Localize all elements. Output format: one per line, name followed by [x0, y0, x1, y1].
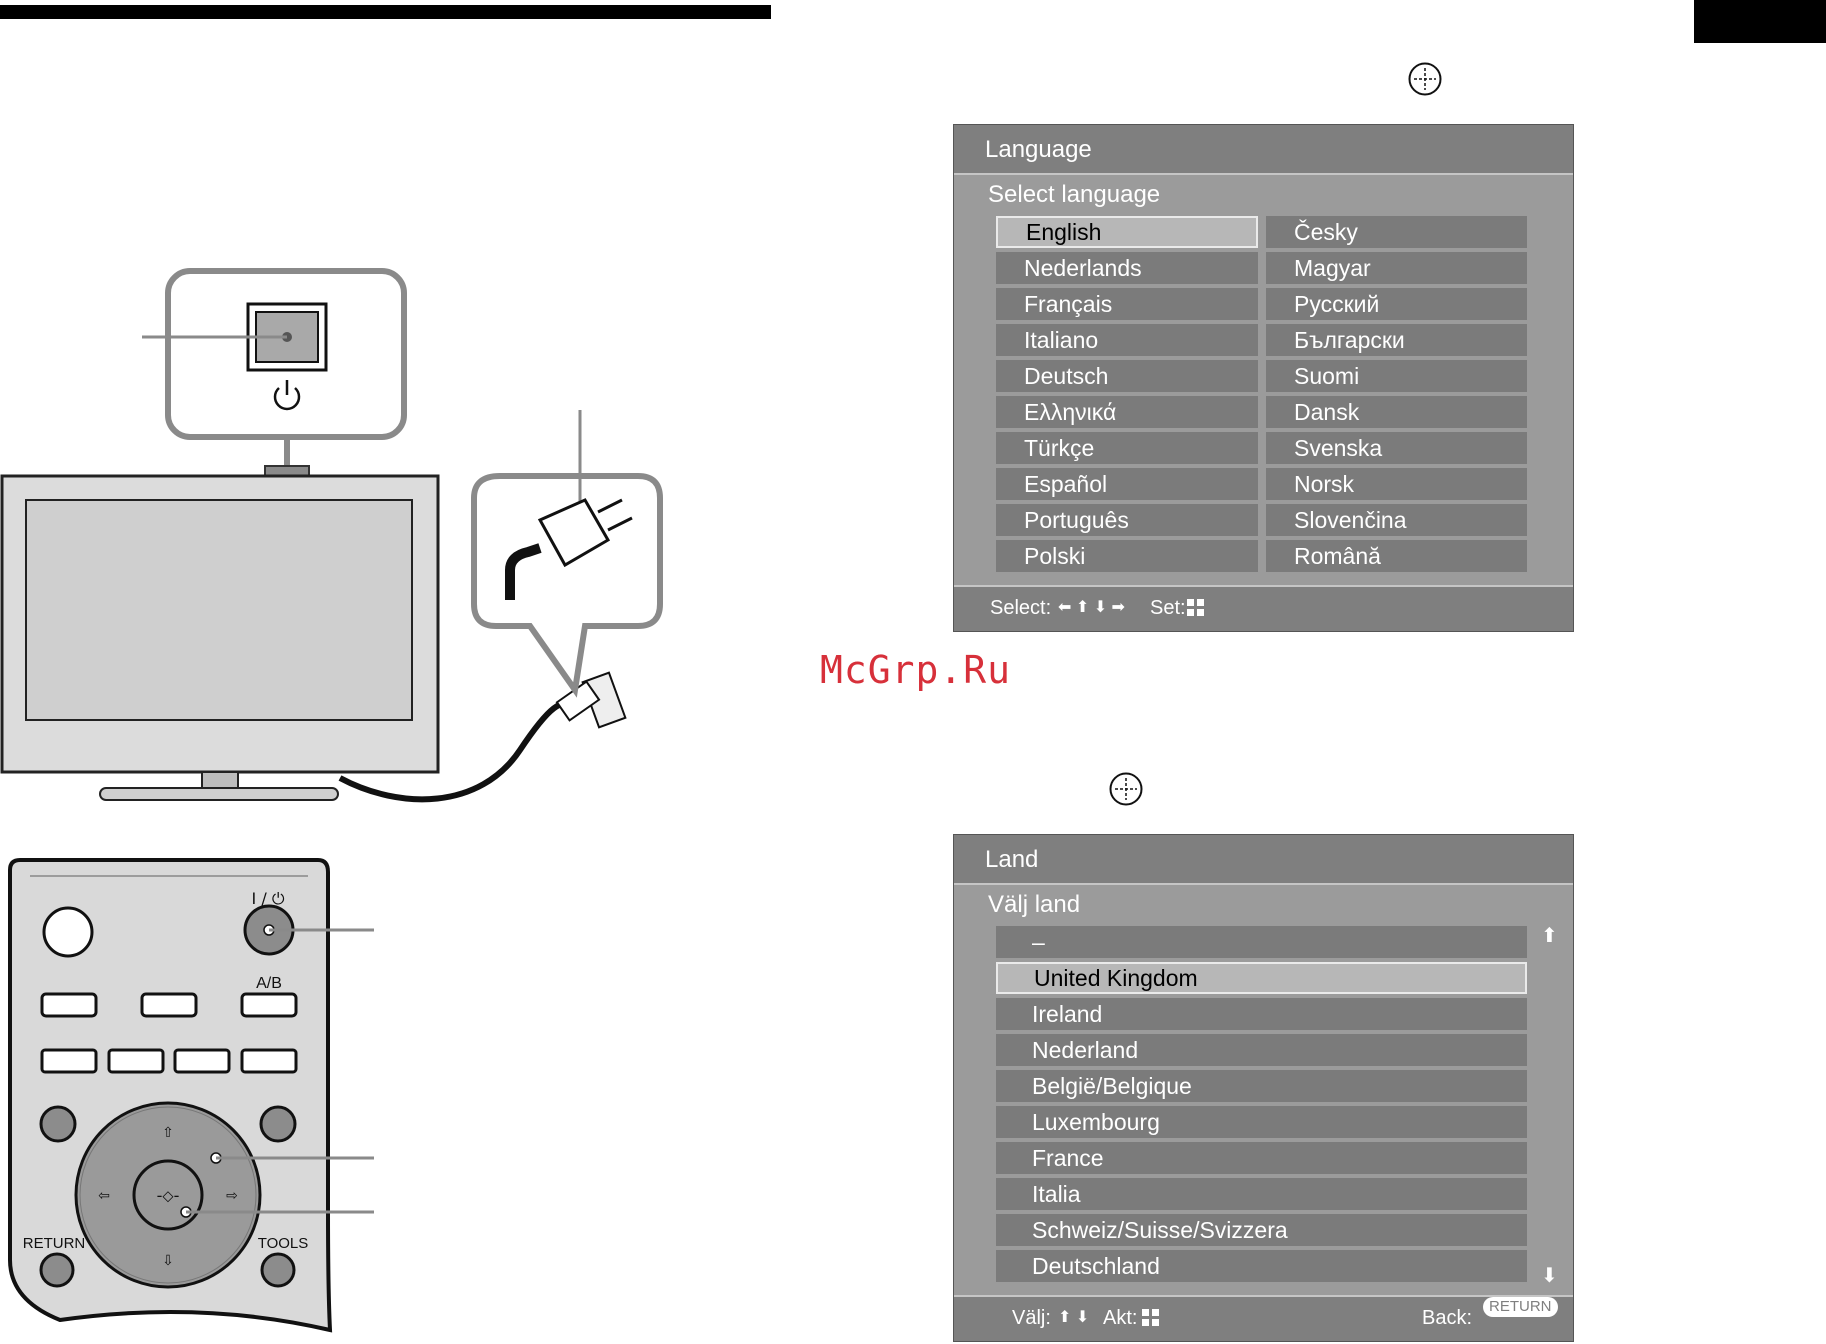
language-option[interactable]: Dansk — [1266, 396, 1527, 428]
svg-text:⇨: ⇨ — [226, 1188, 238, 1204]
language-option[interactable]: Nederlands — [996, 252, 1258, 284]
arrow-keys-icon: ⬆ ⬇ — [1058, 1309, 1090, 1326]
enter-circle-icon — [1109, 772, 1143, 806]
watermark: McGrp.Ru — [820, 648, 1012, 692]
scroll-up-icon[interactable]: ⬆ — [1541, 925, 1558, 947]
language-option[interactable]: Русский — [1266, 288, 1527, 320]
tv-set — [0, 474, 440, 801]
language-option[interactable]: Português — [996, 504, 1258, 536]
footer-set-label: Akt: — [1103, 1307, 1138, 1329]
scroll-down-icon[interactable]: ⬇ — [1541, 1265, 1558, 1287]
country-option[interactable]: België/Belgique — [996, 1070, 1527, 1102]
country-menu-title: Land — [954, 835, 1573, 885]
remote-control: ⇧ ⇩ ⇦ ⇨ -⬦- A/B I / ⏻ RETURN TOOLS — [8, 858, 374, 1333]
language-option[interactable]: Български — [1266, 324, 1527, 356]
country-menu-footer: Välj: ⬆ ⬇ Akt: Back: RETURN — [954, 1295, 1573, 1341]
power-icon — [273, 380, 301, 411]
language-option[interactable]: Česky — [1266, 216, 1527, 248]
svg-text:⇧: ⇧ — [162, 1125, 174, 1141]
country-menu-subtitle: Välj land — [988, 891, 1081, 918]
country-option[interactable]: Italia — [996, 1178, 1527, 1210]
language-option[interactable]: Suomi — [1266, 360, 1527, 392]
return-badge: RETURN — [1483, 1297, 1558, 1317]
language-option[interactable]: Norsk — [1266, 468, 1527, 500]
language-menu-title: Language — [954, 125, 1573, 175]
language-option[interactable]: Ελληνικά — [996, 396, 1258, 428]
arrow-keys-icon: ⬅ ⬆ ⬇ ➡ — [1058, 599, 1125, 616]
language-option[interactable]: Español — [996, 468, 1258, 500]
country-option[interactable]: – — [996, 926, 1527, 958]
svg-text:-⬦-: -⬦- — [157, 1186, 180, 1205]
country-option[interactable]: France — [996, 1142, 1527, 1174]
remote-power-label: I / ⏻ — [252, 889, 285, 908]
country-option[interactable]: Luxembourg — [996, 1106, 1527, 1138]
language-option[interactable]: Slovenčina — [1266, 504, 1527, 536]
footer-set-label: Set: — [1150, 597, 1186, 619]
footer-select-label: Select: — [990, 597, 1052, 619]
power-button-callout — [142, 268, 407, 489]
remote-tools-label: TOOLS — [258, 1235, 309, 1252]
svg-text:⇩: ⇩ — [162, 1253, 174, 1269]
footer-select-label: Välj: — [1012, 1307, 1051, 1329]
enter-square-icon — [1142, 1309, 1159, 1326]
language-option[interactable]: Română — [1266, 540, 1527, 572]
country-option[interactable]: Deutschland — [996, 1250, 1527, 1282]
language-option[interactable]: Svenska — [1266, 432, 1527, 464]
language-option[interactable]: Magyar — [1266, 252, 1527, 284]
country-option[interactable]: Nederland — [996, 1034, 1527, 1066]
setup-illustration: ⇧ ⇩ ⇦ ⇨ -⬦- A/B I / ⏻ RETURN TOOLS — [0, 268, 663, 1333]
language-option[interactable]: Français — [996, 288, 1258, 320]
language-option[interactable]: Türkçe — [996, 432, 1258, 464]
enter-square-icon — [1187, 599, 1204, 616]
remote-return-label: RETURN — [23, 1235, 86, 1252]
language-option[interactable]: English — [996, 216, 1258, 248]
svg-text:⇦: ⇦ — [98, 1188, 110, 1204]
language-menu-subtitle: Select language — [988, 181, 1161, 208]
language-menu-footer: Select: ⬅ ⬆ ⬇ ➡ Set: — [954, 585, 1573, 631]
header-rule — [0, 5, 771, 19]
wall-socket — [555, 671, 627, 729]
country-option[interactable]: United Kingdom — [996, 962, 1527, 994]
page-tab-marker — [1694, 0, 1826, 43]
enter-circle-icon — [1408, 62, 1442, 96]
remote-ab-label: A/B — [256, 975, 282, 992]
country-option[interactable]: Schweiz/Suisse/Svizzera — [996, 1214, 1527, 1246]
plug-callout — [471, 410, 663, 698]
footer-back-label: Back: — [1422, 1307, 1473, 1329]
country-option[interactable]: Ireland — [996, 998, 1527, 1030]
language-option[interactable]: Italiano — [996, 324, 1258, 356]
language-option[interactable]: Deutsch — [996, 360, 1258, 392]
language-option[interactable]: Polski — [996, 540, 1258, 572]
